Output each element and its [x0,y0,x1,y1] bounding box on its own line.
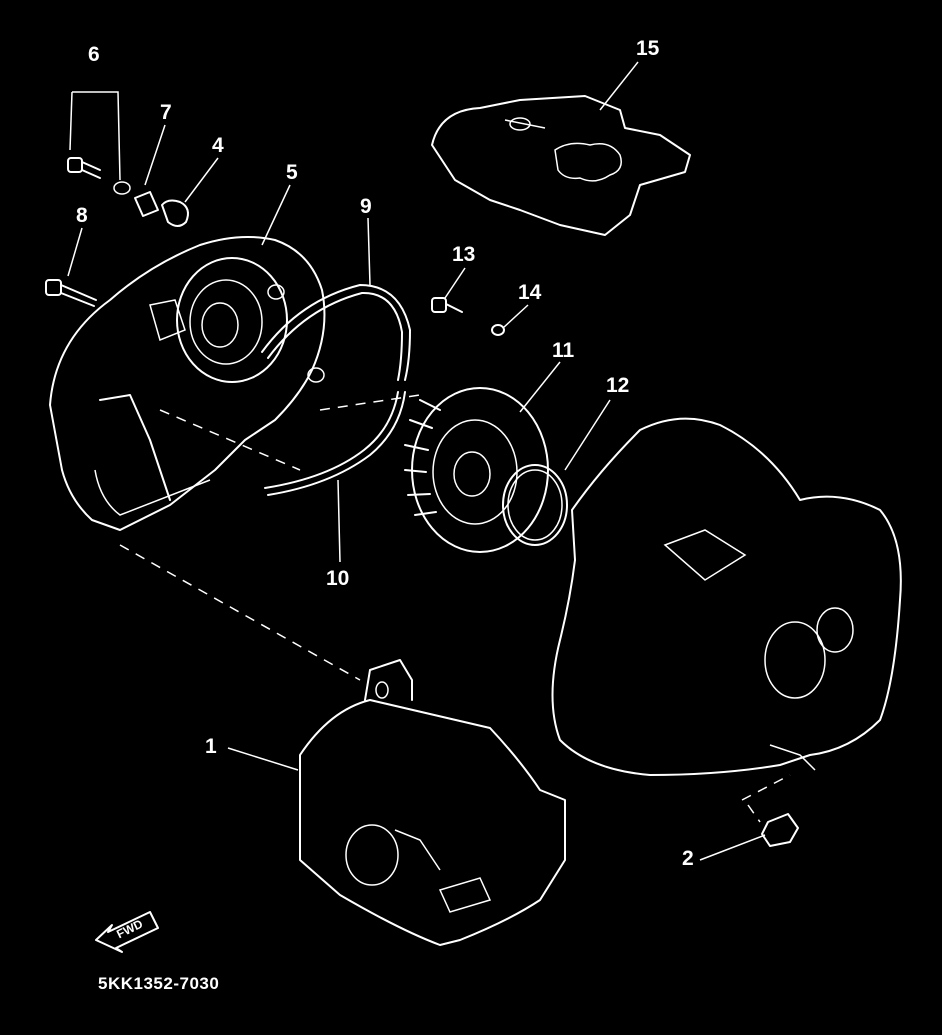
engine-crankcase [551,417,902,776]
callout-8: 8 [76,204,88,227]
fwd-arrow [95,911,159,953]
callout-7: 7 [160,101,172,124]
callout-1: 1 [205,735,217,758]
part-4-grommet [161,199,189,227]
part-8-screw [45,279,97,307]
callout-11: 11 [552,339,575,362]
part-12-o-ring [502,464,568,546]
part-6-screw [67,157,131,195]
part-5-air-shroud [49,236,326,531]
drawing-code: 5KK1352-7030 [98,974,220,993]
callout-9: 9 [360,195,372,218]
part-11-fan [404,387,549,553]
callout-13: 13 [452,243,476,266]
part-7-collar [134,191,159,217]
part-14-washer [491,324,505,336]
callout-12: 12 [606,374,630,397]
callout-6: 6 [88,43,100,66]
part-10-hose [264,391,406,496]
callout-10: 10 [326,567,350,590]
part-2-nut [761,813,799,847]
callout-leaders [67,61,766,861]
part-1-air-shroud [299,659,566,946]
assembly-lines [119,394,791,823]
callout-4: 4 [212,134,224,157]
part-15-shield-plate [431,95,691,236]
callout-2: 2 [682,847,694,870]
callout-14: 14 [518,281,542,304]
callout-5: 5 [286,161,298,184]
callout-15: 15 [636,37,660,60]
part-9-hose [261,284,411,381]
part-13-bolt [431,297,463,313]
